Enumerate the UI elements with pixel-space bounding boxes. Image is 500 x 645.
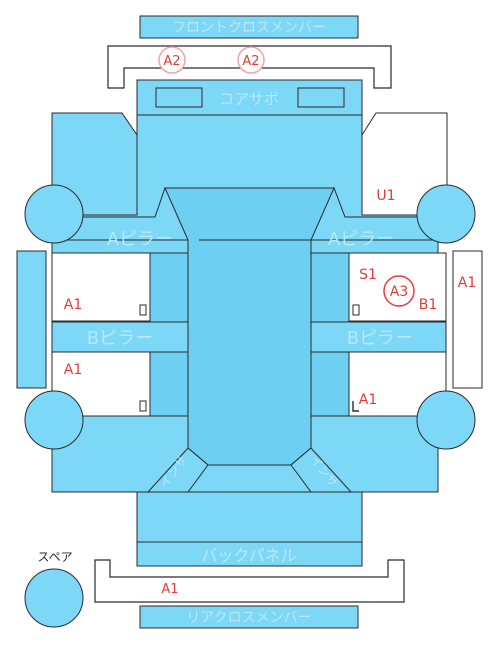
b-pillar-right[interactable]: [309, 321, 447, 353]
front-cross-member-bar[interactable]: [139, 15, 359, 39]
right-front-fender[interactable]: [361, 112, 448, 216]
left-rear-latch: [139, 400, 147, 412]
rear-cross-member-label: リアクロスメンバー: [186, 610, 311, 626]
core-support[interactable]: [136, 79, 363, 116]
a-pillar-right-label: Aピラー: [328, 229, 394, 250]
marker-front-left[interactable]: A2: [158, 46, 186, 74]
core-support-left-slot: [155, 87, 203, 108]
marker-front-right[interactable]: A2: [237, 46, 265, 74]
roof[interactable]: [164, 187, 335, 466]
core-support-right-slot: [297, 87, 345, 108]
code-a1-right-rear-door: A1: [359, 392, 377, 408]
back-panel-label: バックパネル: [201, 546, 296, 565]
wheel-front-left[interactable]: [24, 184, 84, 244]
marker-right-door[interactable]: A3: [383, 275, 415, 307]
left-front-door-opening[interactable]: [51, 252, 151, 322]
a-pillar-left-label: Aピラー: [107, 229, 173, 250]
b-pillar-left[interactable]: [51, 321, 191, 353]
code-u1: U1: [376, 188, 395, 204]
marker-front-right-text: A2: [242, 54, 259, 69]
wheel-rear-right[interactable]: [416, 390, 476, 450]
back-panel[interactable]: [136, 541, 363, 567]
trunk-area[interactable]: [136, 491, 363, 543]
front-cross-member-label: フロントクロスメンバー: [172, 20, 326, 36]
code-a1-left-rear-door: A1: [64, 362, 82, 378]
marker-right-door-text: A3: [390, 284, 408, 300]
right-side-step[interactable]: [452, 250, 483, 389]
core-support-label: コアサポ: [219, 90, 279, 108]
marker-front-left-text: A2: [163, 54, 180, 69]
code-a1-left-front-door: A1: [64, 297, 82, 313]
code-b1: B1: [419, 297, 438, 313]
spare-label: スペア: [37, 550, 72, 564]
b-pillar-right-label: Bピラー: [347, 328, 413, 349]
wheel-front-right[interactable]: [416, 184, 476, 244]
left-side-step[interactable]: [16, 250, 47, 389]
right-front-latch: [352, 304, 360, 316]
marker-rear-cross[interactable]: A1: [161, 582, 178, 597]
left-front-latch: [139, 304, 147, 316]
code-a1-right-side: A1: [458, 275, 476, 291]
right-rear-latch: [352, 401, 359, 412]
b-pillar-left-label: Bピラー: [87, 328, 153, 349]
rear-cross-member-bar[interactable]: [139, 605, 359, 629]
wheel-rear-left[interactable]: [24, 390, 84, 450]
rear-cross-member-bracket[interactable]: [94, 559, 405, 603]
code-s1: S1: [359, 267, 377, 283]
spare-tire[interactable]: [24, 568, 84, 628]
